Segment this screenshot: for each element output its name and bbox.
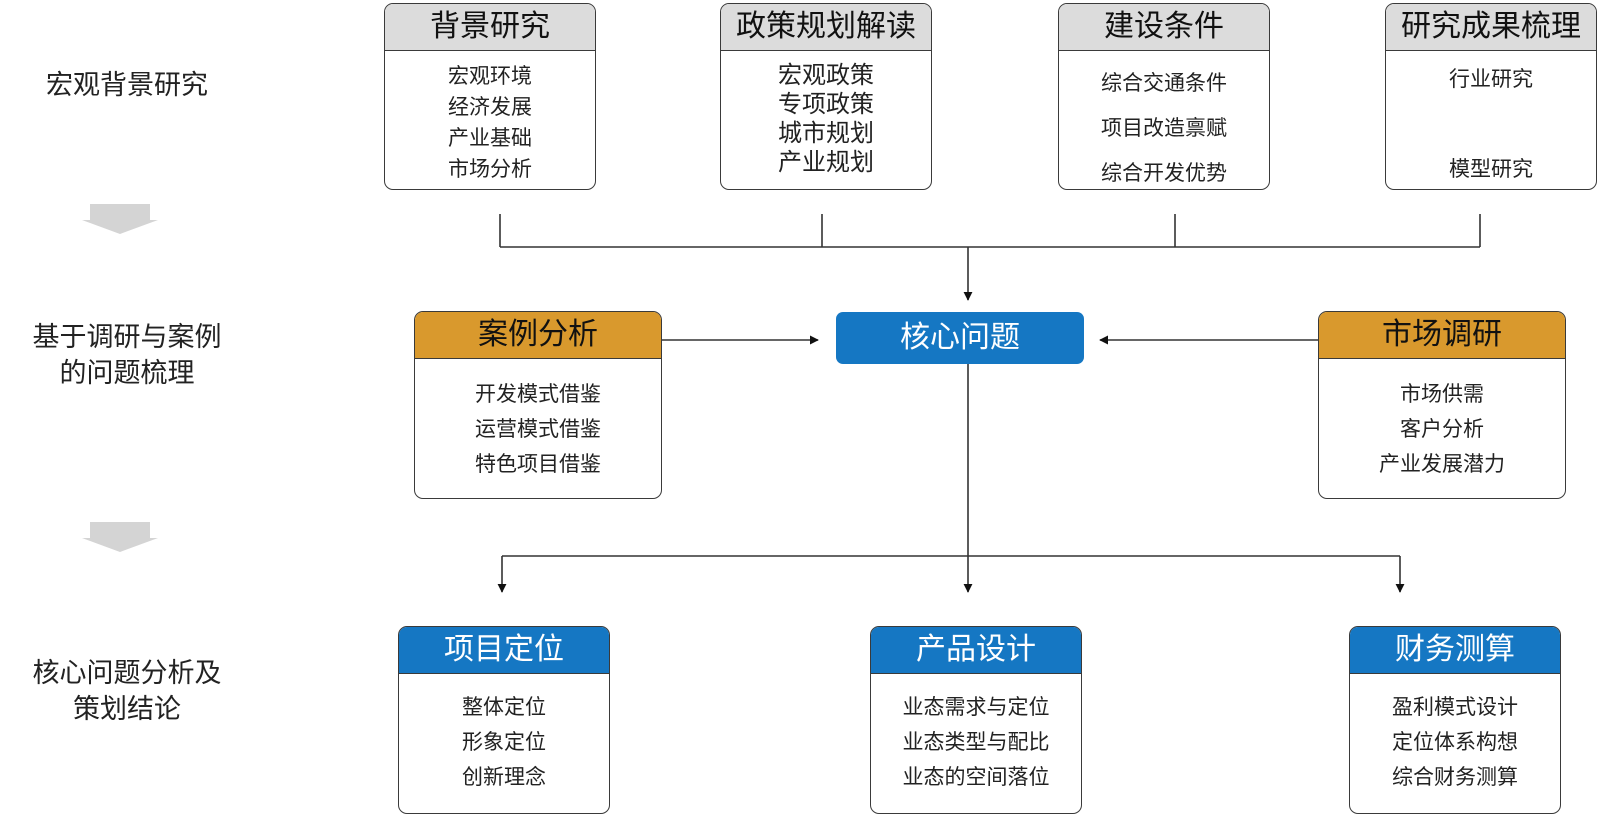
box-title: 产品设计: [871, 627, 1081, 674]
gray-down-arrow-icon: [82, 522, 158, 552]
box-item: 整体定位: [462, 695, 546, 719]
box-title: 财务测算: [1350, 627, 1560, 674]
box-item: 产业规划: [778, 148, 874, 176]
side-label-research: 基于调研与案例 的问题梳理: [22, 320, 232, 392]
box-item: 城市规划: [778, 119, 874, 147]
box-construction-conditions: 建设条件 综合交通条件 项目改造禀赋 综合开发优势: [1058, 3, 1270, 190]
box-item: 综合开发优势: [1101, 161, 1227, 185]
side-label-line: 宏观背景研究: [46, 70, 208, 101]
box-title: 项目定位: [399, 627, 609, 674]
box-product-design: 产品设计 业态需求与定位 业态类型与配比 业态的空间落位: [870, 626, 1082, 814]
box-item: 宏观环境: [448, 64, 532, 88]
box-item: 客户分析: [1400, 417, 1484, 441]
box-item: 综合交通条件: [1101, 71, 1227, 95]
box-item: 项目改造禀赋: [1101, 116, 1227, 140]
box-item: 综合财务测算: [1392, 765, 1518, 789]
side-label-line: 策划结论: [73, 694, 181, 725]
box-item: 专项政策: [778, 90, 874, 118]
box-case-analysis: 案例分析 开发模式借鉴 运营模式借鉴 特色项目借鉴: [414, 311, 662, 499]
box-item: 产业发展潜力: [1379, 452, 1505, 476]
box-title: 建设条件: [1059, 4, 1269, 51]
box-item: 业态需求与定位: [902, 695, 1050, 719]
box-project-positioning: 项目定位 整体定位 形象定位 创新理念: [398, 626, 610, 814]
box-title: 市场调研: [1319, 312, 1565, 359]
box-financial-calculation: 财务测算 盈利模式设计 定位体系构想 综合财务测算: [1349, 626, 1561, 814]
box-item: 经济发展: [448, 95, 532, 119]
box-item: 盈利模式设计: [1392, 695, 1518, 719]
box-market-research: 市场调研 市场供需 客户分析 产业发展潜力: [1318, 311, 1566, 499]
box-item: 运营模式借鉴: [475, 417, 601, 441]
box-item: 产业基础: [448, 126, 532, 150]
box-title: 背景研究: [385, 4, 595, 51]
box-item: 模型研究: [1449, 157, 1533, 181]
box-item: 宏观政策: [778, 61, 874, 89]
box-research-results: 研究成果梳理 行业研究 模型研究: [1385, 3, 1597, 190]
box-policy-planning: 政策规划解读 宏观政策 专项政策 城市规划 产业规划: [720, 3, 932, 190]
box-item: 特色项目借鉴: [475, 452, 601, 476]
box-title: 政策规划解读: [721, 4, 931, 51]
box-item: 形象定位: [462, 730, 546, 754]
box-item: 行业研究: [1449, 67, 1533, 91]
box-title: 研究成果梳理: [1386, 4, 1596, 51]
core-issue-box: 核心问题: [836, 312, 1084, 364]
box-item: 市场分析: [448, 157, 532, 181]
side-label-macro: 宏观背景研究: [22, 68, 232, 104]
box-item: 创新理念: [462, 765, 546, 789]
side-label-conclusion: 核心问题分析及 策划结论: [22, 656, 232, 728]
box-item: 定位体系构想: [1392, 730, 1518, 754]
box-item: 业态类型与配比: [902, 730, 1050, 754]
box-title: 案例分析: [415, 312, 661, 359]
box-background-research: 背景研究 宏观环境 经济发展 产业基础 市场分析: [384, 3, 596, 190]
side-label-line: 的问题梳理: [59, 358, 195, 389]
gray-down-arrow-icon: [82, 204, 158, 234]
box-item: 开发模式借鉴: [475, 382, 601, 406]
side-label-line: 核心问题分析及: [32, 658, 222, 689]
side-label-line: 基于调研与案例: [32, 322, 222, 353]
box-item: 业态的空间落位: [902, 765, 1050, 789]
box-item: 市场供需: [1400, 382, 1484, 406]
